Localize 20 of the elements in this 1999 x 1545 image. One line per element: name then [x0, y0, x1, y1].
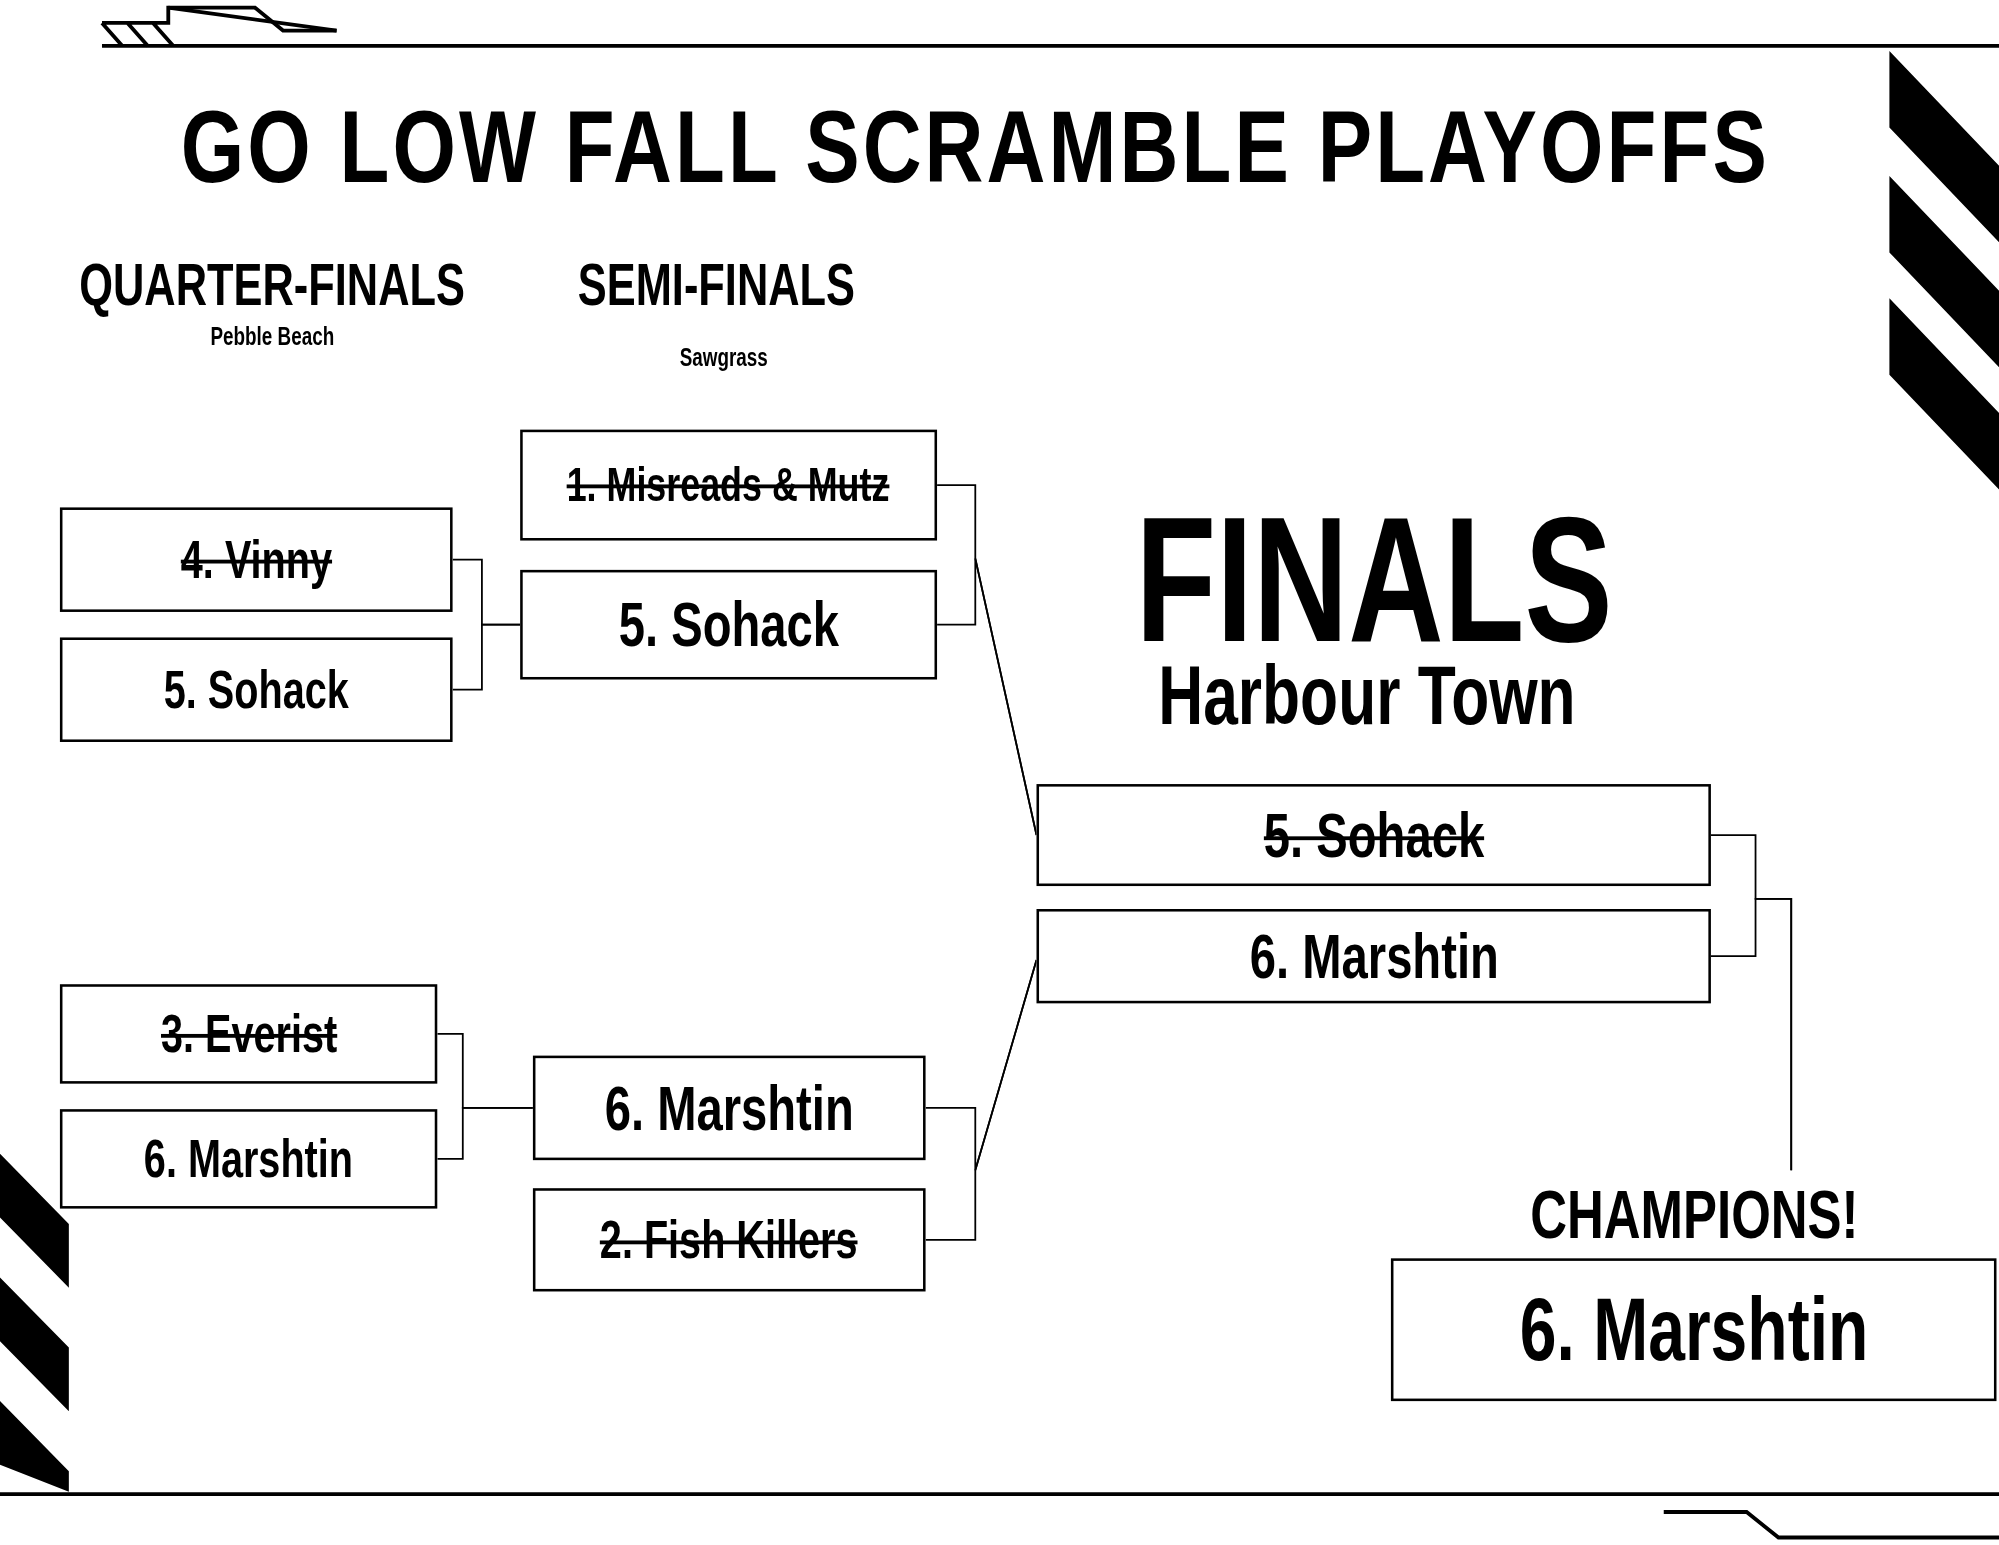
team-box: 5. Sohack [59, 637, 453, 742]
team-box: 6. Marshtin [1036, 909, 1711, 1004]
team-box: 5. Sohack [1036, 784, 1711, 887]
team-box: 4. Vinny [59, 507, 453, 612]
bracket-line [924, 959, 1038, 1241]
team-box: 6. Marshtin [1390, 1258, 1997, 1402]
team-box: 2. Fish Killers [532, 1188, 926, 1292]
bracket-line [436, 1107, 534, 1160]
team-box: 3. Everist [59, 984, 438, 1084]
bracket-line [1710, 897, 1793, 1172]
venue-text: Sawgrass [679, 344, 768, 370]
venue-text: Pebble Beach [209, 323, 334, 350]
team-box: 5. Sohack [520, 569, 938, 680]
team-box: 6. Marshtin [59, 1109, 438, 1209]
team-box: 6. Marshtin [532, 1055, 926, 1161]
team-box: 1. Misreads & Mutz [520, 429, 938, 541]
title: GO LOW FALL SCRAMBLE PLAYOFFS [179, 89, 1771, 206]
round-heading: SEMI-FINALS [577, 255, 856, 314]
bracket-line [451, 623, 522, 691]
champions-heading: CHAMPIONS! [1529, 1174, 1858, 1254]
